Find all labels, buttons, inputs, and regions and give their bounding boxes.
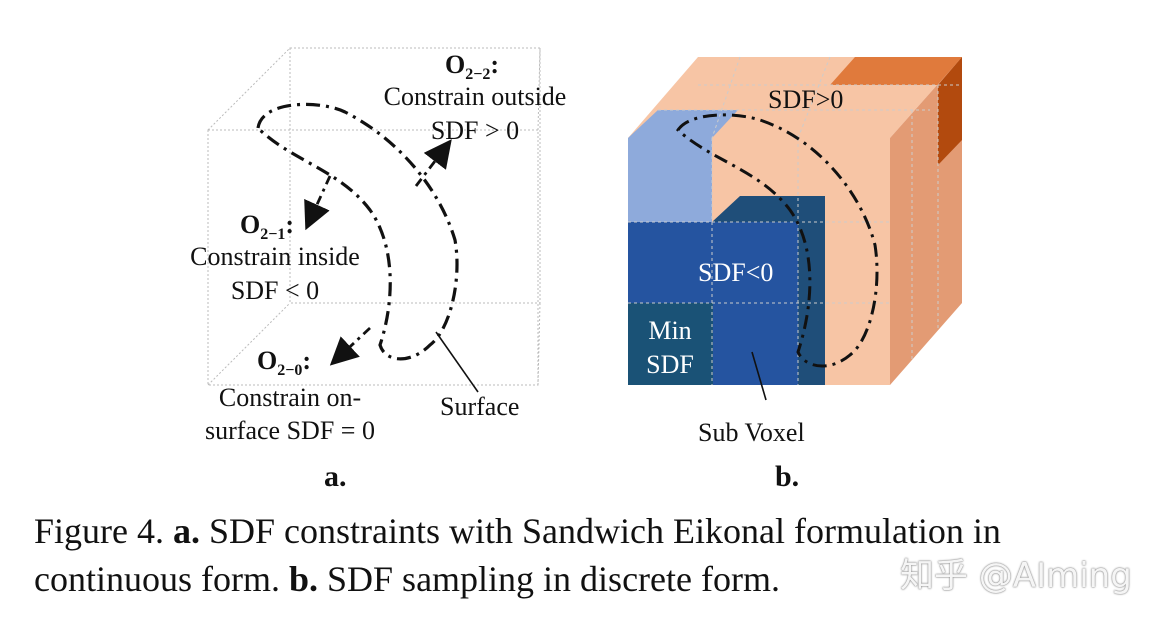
surface-pointer-line xyxy=(435,331,479,393)
surface-label: Surface xyxy=(440,392,520,421)
caption-b-letter: b. xyxy=(288,559,319,599)
surface-curve xyxy=(256,102,459,361)
o22-line1: Constrain outside xyxy=(383,82,567,111)
o20-line1: Constrain on- xyxy=(218,383,362,412)
o20-line2: surface SDF = 0 xyxy=(205,416,375,445)
panel-b-cube xyxy=(628,56,962,401)
o22-label: O2−2: xyxy=(445,50,500,83)
sdf-positive-label: SDF>0 xyxy=(768,85,844,114)
o22-line2: SDF > 0 xyxy=(430,116,520,145)
o20-label: O2−0: xyxy=(257,346,312,379)
figure-graphics xyxy=(207,47,962,401)
panel-b-letter: b. xyxy=(775,460,800,493)
caption-fig-label: Figure 4. xyxy=(34,511,164,551)
o21-label: O2−1: xyxy=(240,210,295,243)
sdf-negative-label: SDF<0 xyxy=(698,258,774,287)
figure-caption: Figure 4. a. SDF constraints with Sandwi… xyxy=(34,507,1144,603)
constraint-arrows xyxy=(304,139,452,366)
watermark: 知乎 @AIming xyxy=(900,556,1132,596)
min-sdf-line1: Min xyxy=(648,316,692,345)
panel-a-cube xyxy=(207,47,541,386)
o21-line2: SDF < 0 xyxy=(230,276,320,305)
o21-line1: Constrain inside xyxy=(190,242,360,271)
panel-a-letter: a. xyxy=(324,460,347,493)
caption-b-text: SDF sampling in discrete form. xyxy=(327,559,780,599)
caption-a-letter: a. xyxy=(173,511,200,551)
caption-a-text: SDF constraints with Sandwich Eikonal fo… xyxy=(34,511,1001,599)
min-sdf-line2: SDF xyxy=(646,350,694,379)
sub-voxel-label: Sub Voxel xyxy=(698,418,805,447)
